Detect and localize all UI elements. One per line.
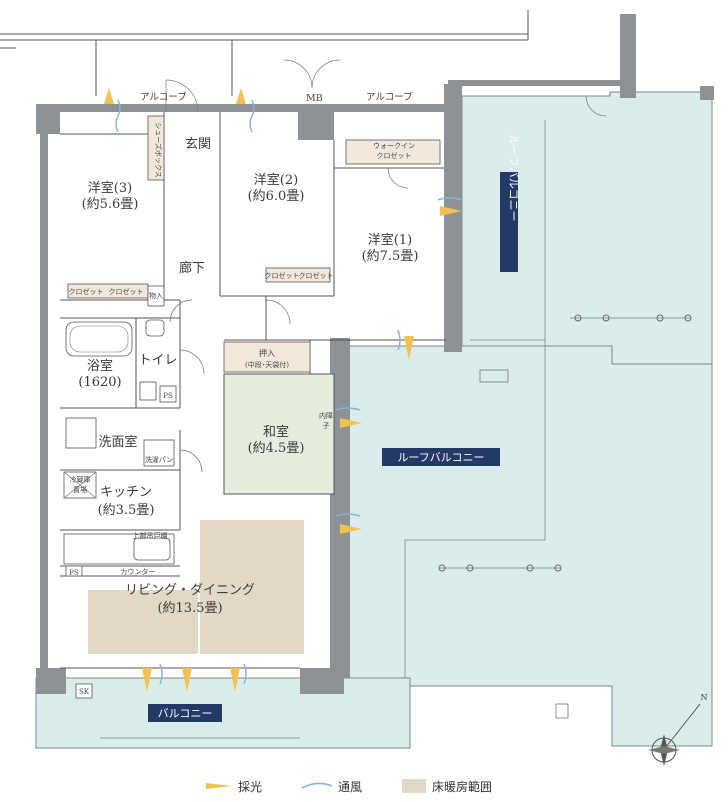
floor-heating-kitchen: [200, 520, 304, 654]
washer-label: 洗濯パン: [145, 455, 173, 464]
legend: 採光 通風 床暖房範囲: [206, 776, 522, 796]
legend-light: 採光: [206, 778, 262, 795]
kitchen-size: (約3.5畳): [98, 503, 155, 518]
fridge-label-2: 置場: [73, 485, 87, 494]
legend-light-label: 採光: [238, 779, 263, 794]
washroom-label: 洗面室: [98, 434, 137, 450]
roof-balcony-horizontal-label: ルーフバルコニー: [397, 451, 484, 464]
doors: [165, 59, 607, 473]
entrance-label: 玄関: [185, 137, 211, 152]
legend-wind: 通風: [302, 778, 362, 795]
shoe-box-label: シューズボックス: [154, 122, 163, 177]
western-room-1-size: (約7.5畳): [362, 249, 419, 264]
sk-label: SK: [79, 688, 90, 696]
toilet-label: トイレ: [138, 353, 177, 368]
balcony-badge: [148, 704, 222, 722]
alcove-left-label: アルコーブ: [140, 91, 187, 103]
walls: [36, 14, 714, 694]
legend-heating-label: 床暖房範囲: [432, 779, 493, 794]
legend-heating: 床暖房範囲: [402, 778, 492, 795]
oshiire-label: 押入: [259, 348, 275, 358]
western-room-3-name: 洋室(3): [88, 180, 132, 196]
western-room-1-name: 洋室(1): [368, 232, 412, 248]
japanese-room-floor: [223, 373, 335, 495]
fixtures: [63, 319, 177, 699]
wind-arrow-icon: [302, 782, 333, 789]
upper-cabinet-label: 上部吊戸棚: [133, 531, 168, 540]
japanese-room-name: 和室: [263, 424, 289, 440]
walk-in-label-1: ウォークイン: [373, 142, 415, 150]
inner-shoji-label-1: 内障: [319, 411, 333, 420]
counter-label: カウンター: [121, 567, 156, 576]
living-dining-name: リビング・ダイニング: [125, 583, 255, 598]
balcony-front: [35, 677, 411, 749]
western-room-2-size: (約6.0畳): [248, 189, 305, 204]
fridge-label-1: 冷蔵庫: [70, 475, 91, 484]
light-arrows: [104, 88, 462, 692]
wind-arrows: [115, 99, 463, 685]
ps-label-1: PS: [163, 392, 173, 400]
north-label: N: [701, 693, 708, 702]
alcove-right-label: アルコーブ: [366, 91, 413, 103]
closet-c-label: クロゼット: [265, 271, 300, 280]
roof-balcony-horizontal-badge: [382, 448, 500, 466]
closets: [67, 115, 441, 373]
kitchen-name: キッチン: [100, 485, 152, 500]
light-arrow-icon: [206, 783, 232, 789]
exterior-top: [0, 10, 529, 96]
bath-size: (1620): [78, 375, 121, 390]
closet-b-label: クロゼット: [109, 287, 144, 296]
floor-heating-dining: [88, 590, 198, 654]
compass-icon: N: [648, 693, 708, 766]
bath-name: 浴室: [87, 358, 113, 374]
living-dining-size: (約13.5畳): [157, 601, 222, 616]
balcony-label: バルコニー: [158, 707, 213, 720]
storage-label: 物入: [149, 291, 163, 300]
japanese-room-size: (約4.5畳): [248, 441, 305, 456]
western-room-2-name: 洋室(2): [254, 172, 298, 188]
roof-balcony-vertical-label: ルーフバルコニー: [507, 134, 520, 221]
closet-d-label: クロゼット: [299, 271, 334, 280]
floor-heating-swatch-icon: [402, 779, 427, 793]
western-room-3-size: (約5.6畳): [82, 197, 139, 212]
walk-in-label-2: クロゼット: [377, 151, 412, 160]
hallway-label: 廊下: [179, 260, 205, 276]
inner-shoji-label-2: 子: [323, 422, 330, 430]
roof-balcony-vertical-badge: [500, 172, 518, 272]
ps-label-2: PS: [69, 569, 79, 577]
legend-wind-label: 通風: [338, 779, 363, 794]
closet-a-label: クロゼット: [69, 287, 104, 296]
oshiire-sub-label: (中段･天袋付): [245, 360, 289, 369]
roof-balcony-upper: [461, 91, 713, 365]
mb-label: MB: [306, 93, 323, 104]
